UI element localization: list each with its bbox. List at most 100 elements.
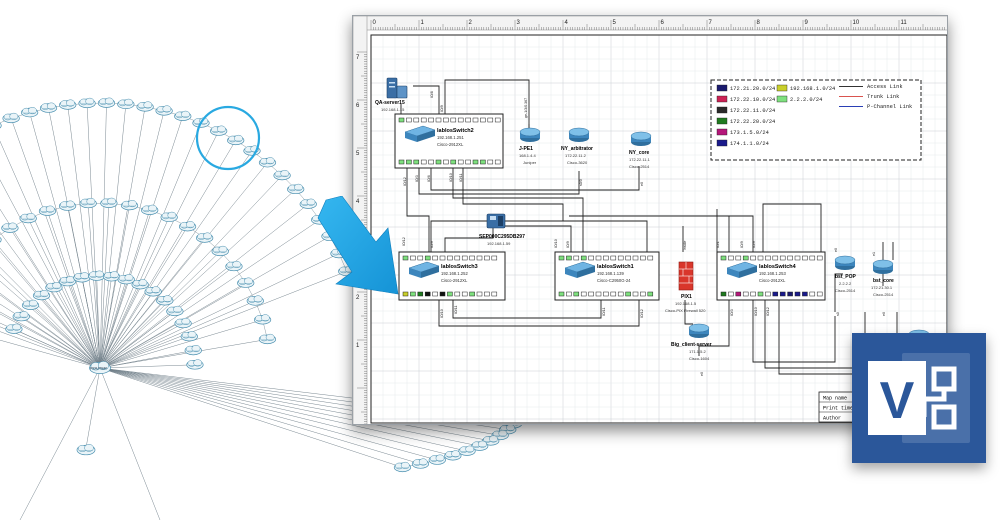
switch-port [406, 159, 412, 165]
ruler-tick-label: 4 [356, 199, 360, 205]
ruler-tick-label: 10 [853, 20, 860, 26]
bst-pop-node[interactable]: bst_POP 2.2.2.2 Cisco-2514 [834, 255, 857, 293]
switch-port [603, 291, 609, 297]
tree-node [471, 440, 489, 451]
switch-port [420, 159, 427, 165]
pix1-model: Cisco-PIX Firewall 520 [665, 308, 706, 313]
switch2-node[interactable]: lablosSwitch2 192.168.1.251 Cisco-2912XL [394, 113, 504, 169]
switch-port [588, 291, 594, 297]
jpe1-ip: 168.1.4.4 [519, 153, 536, 158]
port-label: IO/9 [440, 105, 444, 112]
port-label: e0 [834, 248, 838, 252]
ny-core-ip: 172.22.11.1 [629, 157, 651, 162]
tree-node [258, 157, 277, 168]
pix1-node[interactable]: PIX1 192.168.1.5 Cisco-PIX Firewall 520 [665, 261, 706, 313]
switch1-node[interactable]: lablosSwitch1 192.168.1.139 Cisco-C2950G… [554, 251, 660, 301]
switch-port [647, 255, 654, 261]
switch-port [398, 117, 405, 123]
port-label: IO/1 [716, 241, 720, 248]
port-label: IO/9 [430, 241, 434, 248]
legend-swatch [716, 117, 728, 125]
tree-node [2, 112, 20, 124]
tree-node [79, 197, 97, 209]
jpe1-node[interactable]: J-PE1 168.1.4.4 Juniper [519, 127, 541, 165]
port-label: s0/0 [579, 179, 583, 186]
qa-server-ip: 192.168.1.15 [381, 107, 405, 112]
big-client-name: Big_client-server [671, 342, 712, 348]
port-label: e0 [700, 372, 704, 376]
switch-port [447, 255, 453, 261]
switch4-node[interactable]: lablosSwitch4 192.168.1.253 Cisco-2912XL [716, 251, 826, 301]
port-label: e0 [640, 182, 644, 186]
big-client-node[interactable]: Big_client-server 171.1.5.2 Cisco-1604 [671, 323, 712, 361]
ruler-tick-label: 1 [356, 343, 360, 349]
ruler-tick-label: 7 [356, 55, 360, 61]
ny-core-node[interactable]: NY_core 172.22.11.1 Cisco-2514 [629, 131, 652, 169]
tree-node [1, 222, 19, 233]
switch-port [580, 291, 587, 297]
tree-node [59, 99, 77, 110]
port-label: IO/10 [440, 309, 444, 318]
bst-pop-name: bst_POP [835, 274, 857, 280]
switch-port [465, 159, 471, 165]
switch-port [443, 117, 449, 123]
switch-port [454, 291, 461, 297]
switch-port [457, 117, 464, 123]
switch-port [779, 291, 786, 297]
switch-port [469, 255, 475, 261]
switch-port [794, 255, 801, 261]
tree-node [117, 274, 135, 285]
legend-subnets-right: 192.168.1.0/242.2.2.0/24 [776, 84, 835, 103]
switch-port [809, 255, 816, 261]
switch-port [809, 291, 816, 297]
switch3-node[interactable]: lablosSwitch3 192.168.1.252 Cisco-2912XL [398, 251, 506, 301]
tree-node [117, 98, 135, 110]
switch-port [750, 291, 756, 297]
switch-port [432, 255, 438, 261]
qa-server-node[interactable]: QA-server15 192.168.1.15 [375, 77, 408, 112]
tree-node [102, 271, 121, 282]
switch-port [476, 291, 483, 297]
tree-node [411, 458, 430, 469]
switch3-name: lablosSwitch3 [441, 264, 478, 270]
switch-port [735, 291, 742, 297]
sep-phone-node[interactable]: SEP000C295DB297 192.168.1.59 [479, 213, 525, 246]
switch-port [450, 159, 457, 165]
switch-port [573, 255, 580, 261]
tree-node [287, 183, 305, 195]
switch-port [435, 117, 442, 123]
port-label: IO/10 [449, 173, 453, 182]
switch-port [728, 255, 734, 261]
tree-node [100, 197, 118, 208]
port-label: ge-1/3/0.367 [524, 98, 528, 118]
switch-port [802, 255, 808, 261]
port-label: IO/9 [740, 241, 744, 248]
tree-node [120, 200, 139, 211]
tree-node [178, 221, 197, 232]
switch4-name: lablosSwitch4 [759, 264, 797, 270]
switch-port [588, 255, 594, 261]
legend-subnet-label: 172.21.20.0/24 [730, 86, 775, 92]
legend-subnet-label: 173.1.5.0/24 [730, 130, 769, 136]
switch-port [816, 255, 823, 261]
ny-arbitrator-node[interactable]: NY_arbitrator 172.22.11.2 Cisco-3620 [561, 127, 593, 165]
port-labels: IO/9 IO/8 ge-1/3/0.367 IO/12 IO/3 IO/6 I… [402, 91, 886, 376]
switch-port [595, 291, 602, 297]
bst-core-node[interactable]: bst_core 172.21.30.1 Cisco-2514 [871, 259, 894, 297]
port-label: IO/12 [766, 307, 770, 316]
switch-port [454, 255, 461, 261]
tree-hub-label: ROUTER [90, 366, 107, 371]
legend-subnet-label: 172.22.11.0/24 [730, 108, 775, 114]
port-label: IO/11 [459, 173, 463, 182]
title-block-row: Print time [823, 406, 853, 412]
tree-node [38, 205, 57, 216]
tree-node [141, 204, 159, 215]
switch-port [450, 117, 457, 123]
switch-port [491, 255, 498, 261]
ruler-tick-label: 11 [901, 20, 908, 26]
title-block-row: Map name [823, 396, 847, 402]
